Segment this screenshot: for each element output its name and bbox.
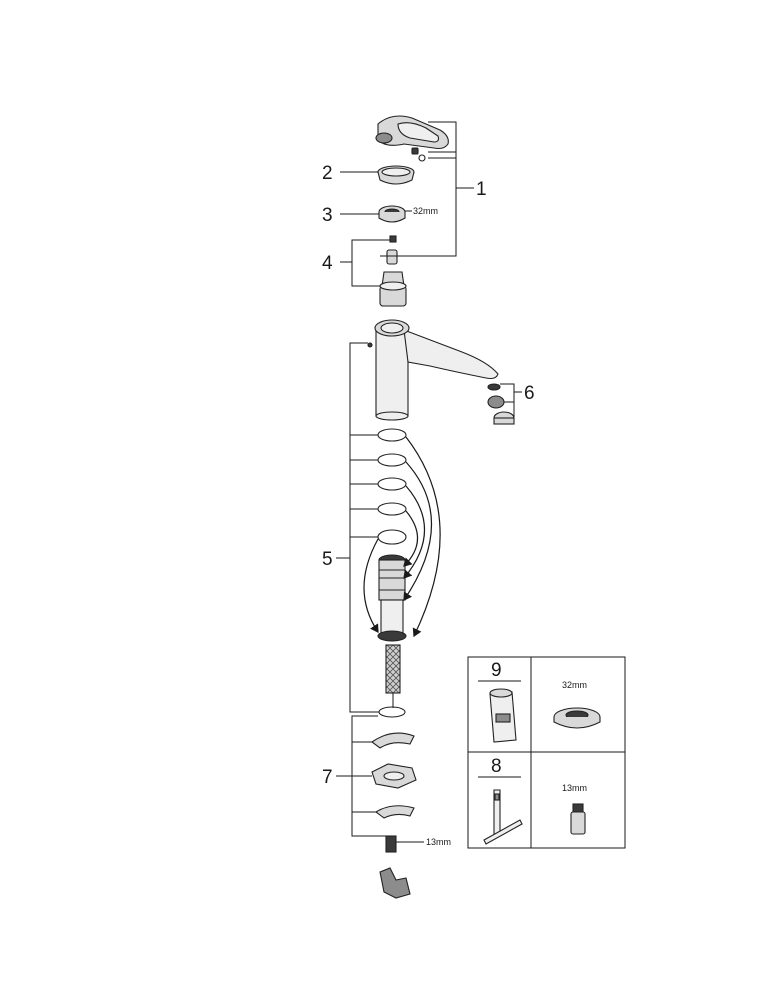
o-rings	[377, 428, 407, 545]
lever-handle	[375, 115, 449, 150]
aerator-parts	[487, 383, 515, 425]
callout-6: 6	[524, 383, 535, 404]
cartridge	[379, 235, 407, 307]
callout-1: 1	[476, 179, 487, 200]
nut-dimension-label: 32mm	[413, 206, 438, 216]
leader-lines	[336, 121, 522, 843]
hex-key-icon	[483, 789, 523, 845]
tool-dimension-32: 32mm	[562, 680, 587, 690]
tap-body	[367, 319, 499, 421]
callout-7: 7	[322, 767, 333, 788]
assembly-arrows	[363, 436, 441, 638]
tool-dimension-13: 13mm	[562, 783, 587, 793]
tool-number-9: 9	[491, 660, 502, 681]
fixing-set	[371, 706, 417, 899]
cartridge-nut	[378, 205, 406, 223]
mounting-shaft	[377, 554, 407, 642]
flexible-hose	[385, 644, 401, 708]
grub-screw	[411, 147, 426, 162]
callout-5: 5	[322, 549, 333, 570]
callout-2: 2	[322, 163, 333, 184]
callout-3: 3	[322, 205, 333, 226]
tool-table	[467, 656, 626, 849]
callout-4: 4	[322, 253, 333, 274]
nut-32mm-icon	[553, 707, 601, 729]
hose-fitting-13mm-icon	[570, 803, 586, 835]
tool-number-8: 8	[491, 756, 502, 777]
hose-dimension-label: 13mm	[426, 837, 451, 847]
assembly-tool-icon	[489, 688, 517, 743]
cover-cap	[377, 165, 415, 185]
